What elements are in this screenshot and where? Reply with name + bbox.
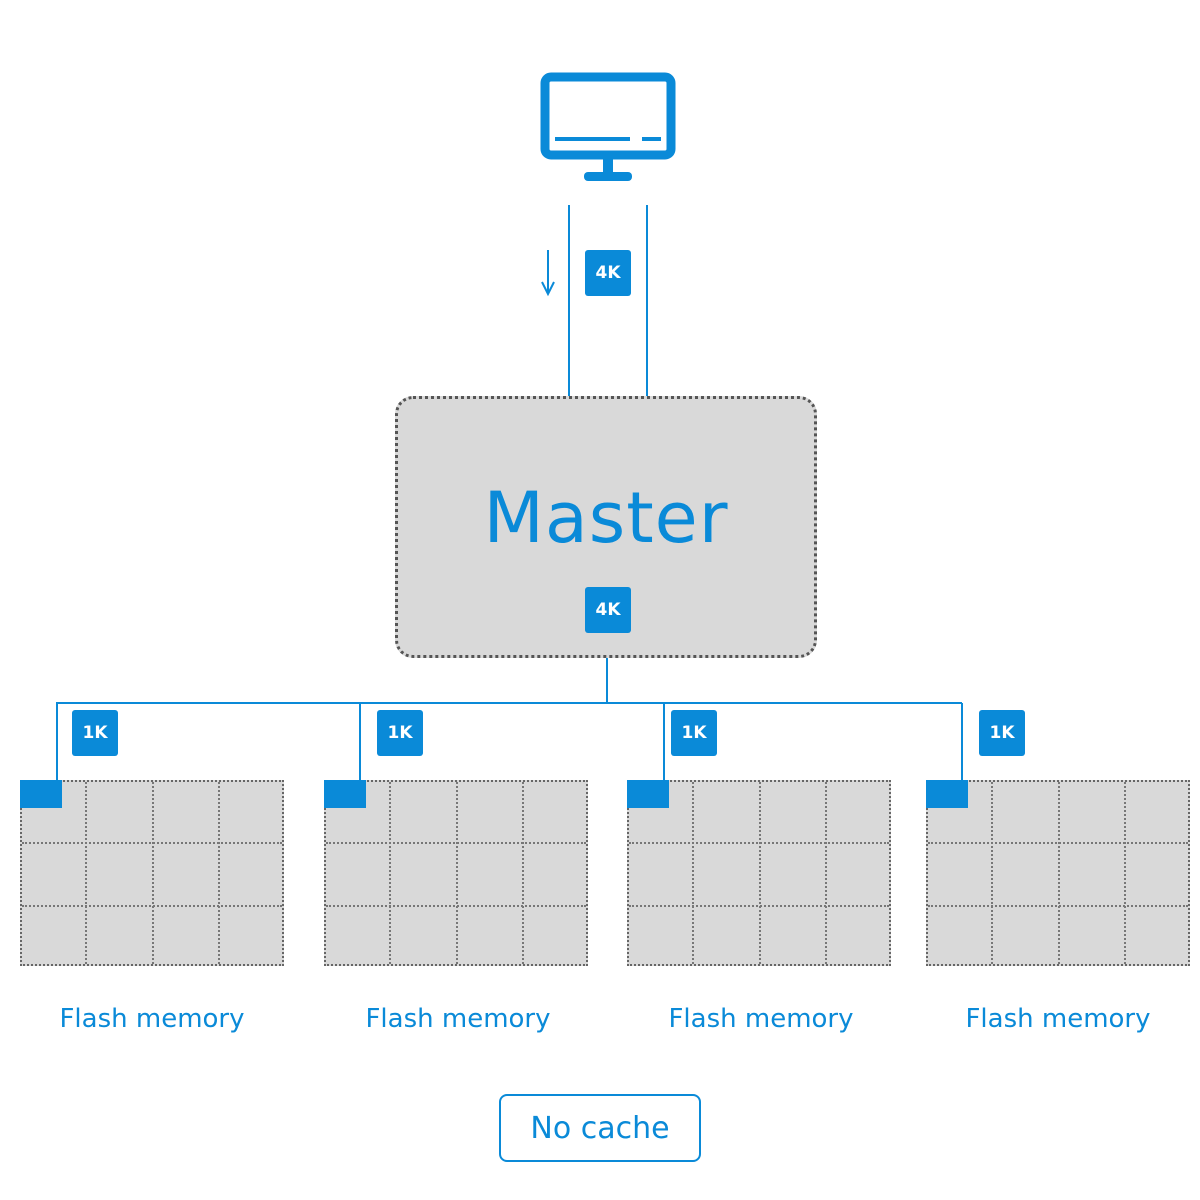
flash-memory-grid-4 [926,780,1190,966]
flash-badge-1: 1K [72,710,118,756]
written-block [324,780,366,808]
flash-badge-3: 1K [671,710,717,756]
flash-memory-grid-2 [324,780,588,966]
written-block [926,780,968,808]
master-label: Master [483,477,729,559]
host-transfer-badge: 4K [585,250,631,296]
flash-badge-4: 1K [979,710,1025,756]
written-block [627,780,669,808]
flash-badge-2: 1K [377,710,423,756]
flash-memory-label-3: Flash memory [668,1004,854,1034]
flash-memory-grid-3 [627,780,891,966]
flash-memory-label-4: Flash memory [965,1004,1151,1034]
written-block [20,780,62,808]
flash-memory-label-1: Flash memory [59,1004,245,1034]
master-badge: 4K [585,587,631,633]
mode-label: No cache [499,1094,701,1162]
monitor-icon [540,72,676,181]
arrow-down-icon [541,250,555,297]
flash-memory-label-2: Flash memory [365,1004,551,1034]
flash-memory-grid-1 [20,780,284,966]
